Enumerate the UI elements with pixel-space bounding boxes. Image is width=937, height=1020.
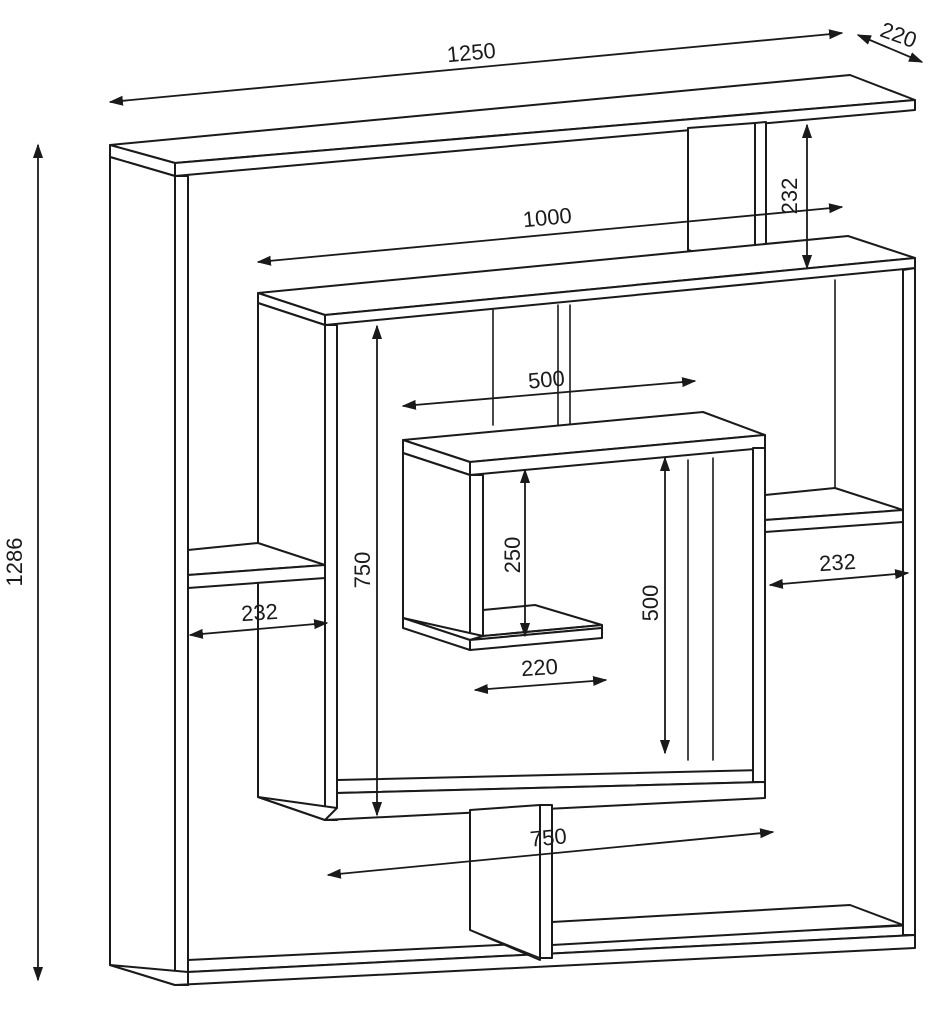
right-cubby-shelf bbox=[764, 487, 904, 533]
dimension-220-box: 220 bbox=[473, 654, 608, 695]
dimension-232-left: 232 bbox=[188, 599, 329, 639]
dim-label-500-width: 500 bbox=[527, 365, 566, 393]
dimension-1250: 1250 bbox=[108, 29, 844, 106]
dimension-220-depth: 220 bbox=[856, 17, 924, 63]
dim-label-232-left: 232 bbox=[240, 599, 278, 627]
dimension-500-width: 500 bbox=[401, 365, 697, 410]
dimension-750-height: 750 bbox=[350, 324, 383, 817]
dim-label-232-upper: 232 bbox=[777, 178, 802, 215]
left-cubby-shelf bbox=[187, 542, 326, 589]
dim-label-750-height: 750 bbox=[350, 552, 375, 589]
dimension-232-upper: 232 bbox=[777, 123, 813, 270]
dimension-750-width: 750 bbox=[326, 823, 775, 879]
inner-frame bbox=[402, 411, 766, 783]
dimension-232-right: 232 bbox=[768, 549, 910, 589]
dimension-1286: 1286 bbox=[2, 143, 44, 982]
dimension-1000: 1000 bbox=[256, 203, 844, 266]
dim-label-220-box: 220 bbox=[520, 654, 558, 682]
dim-label-500-height: 500 bbox=[638, 585, 663, 622]
dim-label-1250: 1250 bbox=[446, 38, 497, 67]
dim-label-232-right: 232 bbox=[818, 549, 856, 577]
dim-label-1000: 1000 bbox=[522, 203, 573, 232]
dim-label-1286: 1286 bbox=[2, 538, 27, 587]
dimension-250: 250 bbox=[500, 468, 531, 638]
dim-label-220-depth: 220 bbox=[877, 17, 920, 53]
dim-label-250: 250 bbox=[500, 537, 525, 574]
dimension-500-height: 500 bbox=[638, 456, 671, 755]
dim-label-750-width: 750 bbox=[529, 823, 568, 851]
